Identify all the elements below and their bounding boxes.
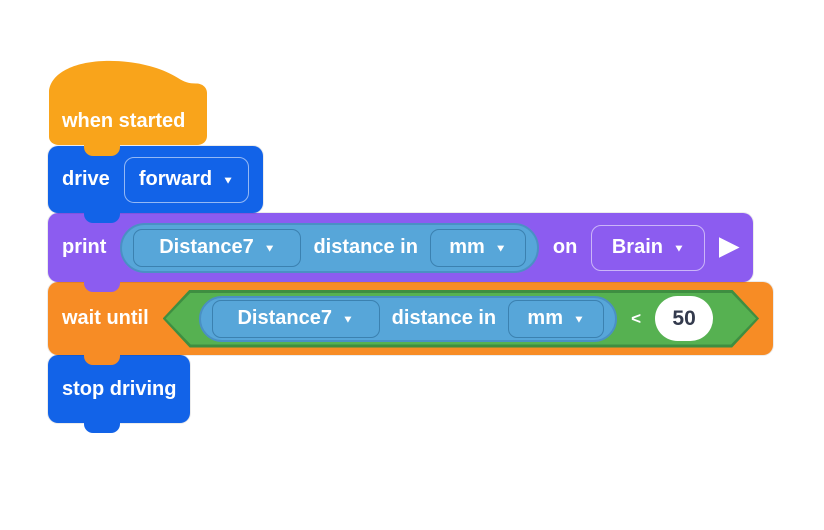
block-bump xyxy=(84,211,120,223)
block-print[interactable]: print Distance7 ▼ distance in mm ▼ on Br… xyxy=(48,213,753,292)
distance-device-dropdown[interactable]: Distance7 ▼ xyxy=(211,299,380,338)
block-stop-driving[interactable]: stop driving xyxy=(48,355,191,433)
distance-unit-dropdown[interactable]: mm ▼ xyxy=(508,299,605,338)
expand-arrow-icon[interactable]: ▶ xyxy=(719,232,739,260)
threshold-value: 50 xyxy=(672,306,696,330)
distance-device-dropdown[interactable]: Distance7 ▼ xyxy=(133,228,302,267)
dropdown-caret-icon: ▼ xyxy=(222,173,235,186)
drive-label: drive xyxy=(62,168,110,190)
block-bump xyxy=(84,353,120,365)
print-target-dropdown[interactable]: Brain ▼ xyxy=(591,224,706,271)
block-bump xyxy=(84,144,120,156)
distance-in-label: distance in xyxy=(313,236,418,258)
drive-direction-value: forward xyxy=(138,168,213,190)
distance-unit-value: mm xyxy=(449,236,485,258)
distance-unit-dropdown[interactable]: mm ▼ xyxy=(429,228,526,267)
dropdown-caret-icon: ▼ xyxy=(341,312,354,325)
threshold-number-input[interactable]: 50 xyxy=(655,296,714,341)
dropdown-caret-icon: ▼ xyxy=(494,241,507,254)
distance-unit-value: mm xyxy=(527,307,563,329)
dropdown-caret-icon: ▼ xyxy=(672,241,685,254)
block-bump xyxy=(84,421,120,433)
block-wait-until[interactable]: wait until Distance7 ▼ distance in mm ▼ … xyxy=(48,282,774,365)
hat-shape xyxy=(49,60,207,145)
wait-until-label: wait until xyxy=(62,307,149,329)
distance-device-value: Distance7 xyxy=(237,307,332,329)
drive-direction-dropdown[interactable]: forward ▼ xyxy=(123,156,250,203)
dropdown-caret-icon: ▼ xyxy=(573,312,585,325)
distance-in-label: distance in xyxy=(391,307,497,329)
block-bump xyxy=(84,280,120,292)
distance-reporter[interactable]: Distance7 ▼ distance in mm ▼ xyxy=(198,295,618,342)
condition-boolean[interactable]: Distance7 ▼ distance in mm ▼ < 50 xyxy=(163,290,759,348)
block-drive[interactable]: drive forward ▼ xyxy=(48,146,264,223)
stop-driving-label: stop driving xyxy=(62,377,177,400)
print-target-value: Brain xyxy=(611,236,663,258)
less-than-operator: < xyxy=(631,308,642,328)
print-label: print xyxy=(62,236,107,258)
block-when-started[interactable]: when started xyxy=(48,60,208,156)
distance-device-value: Distance7 xyxy=(159,236,254,258)
dropdown-caret-icon: ▼ xyxy=(263,241,276,254)
print-on-label: on xyxy=(552,236,578,258)
distance-reporter[interactable]: Distance7 ▼ distance in mm ▼ xyxy=(120,222,539,273)
